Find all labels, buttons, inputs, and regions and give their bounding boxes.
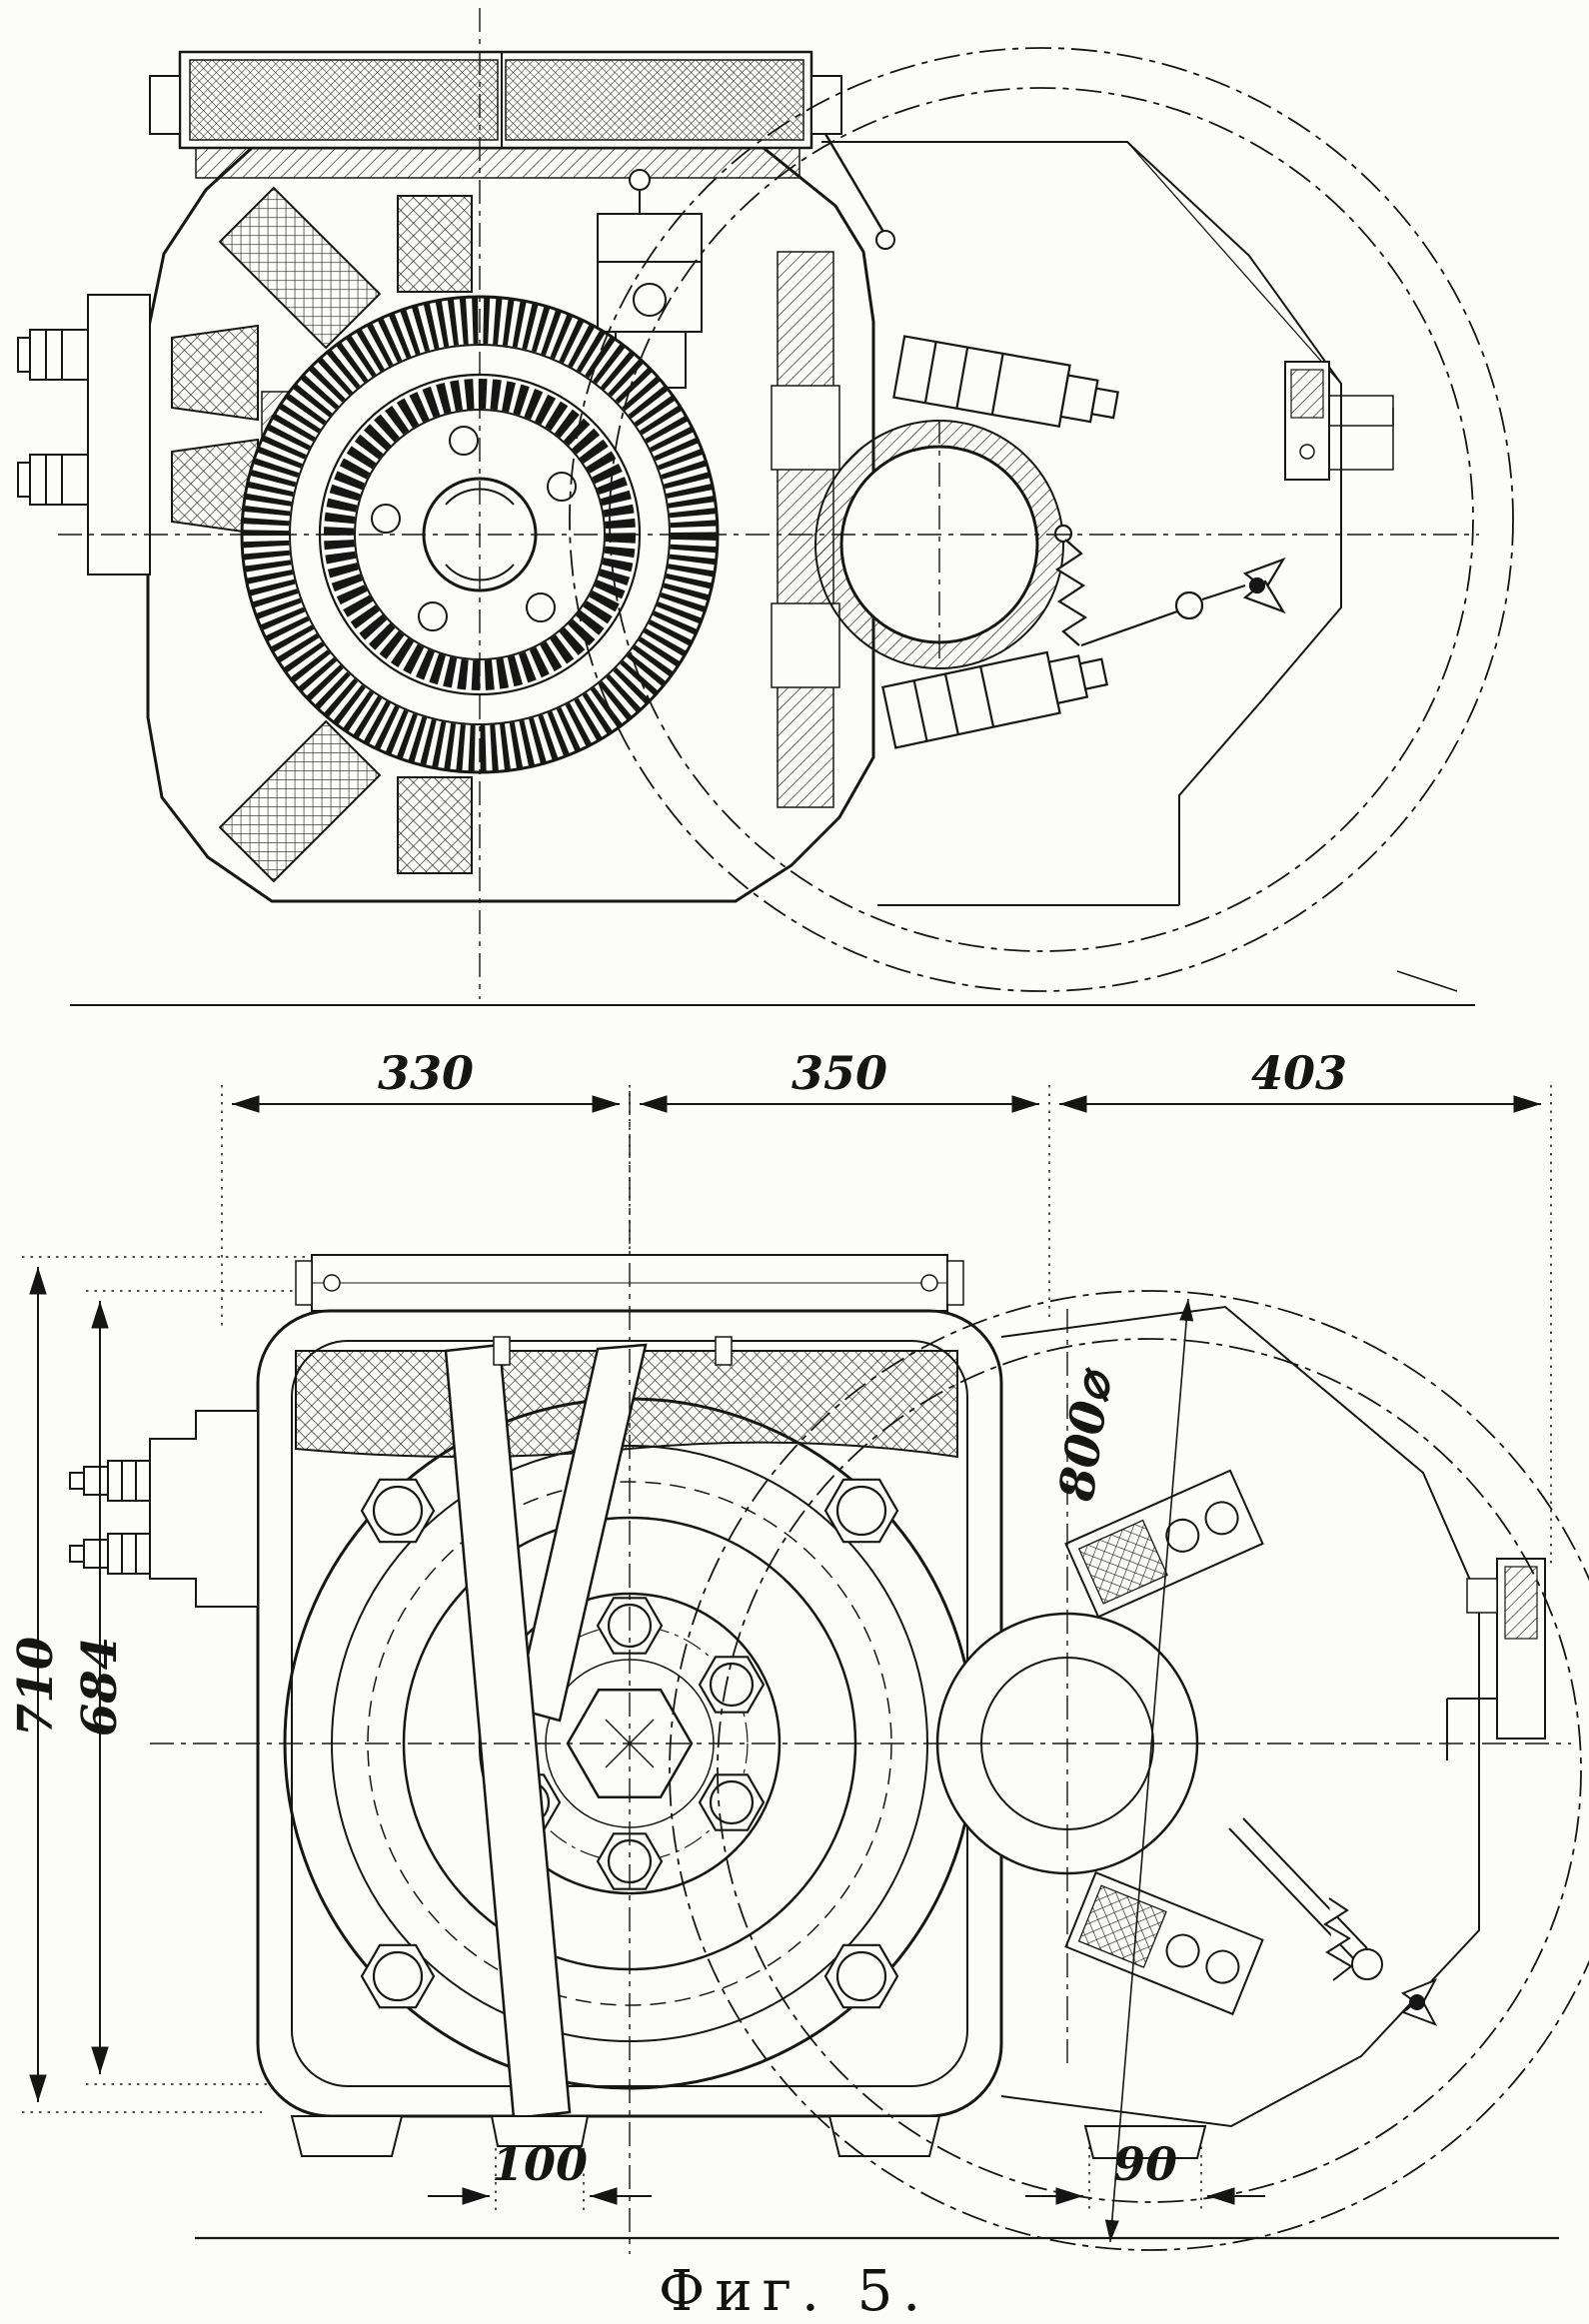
- dim-800-diameter: 800⌀: [1048, 1364, 1122, 1506]
- axle-bracket-end: [1446, 1558, 1546, 1760]
- wheel-circles-top: [569, 47, 1514, 992]
- terminal-bolts: [17, 294, 151, 576]
- flange-corner-bolts: [360, 1478, 899, 2009]
- brush-holder-upper: [892, 335, 1119, 429]
- terminal-bracket-end: [69, 1410, 259, 1608]
- dim-90: 90: [1113, 2137, 1177, 2191]
- brush-holder-lower: [881, 650, 1109, 749]
- dim-684: 684: [72, 1637, 128, 1737]
- brush-rigging: [597, 169, 703, 389]
- spring-cap-lower: [1064, 1870, 1264, 2016]
- centerlines-end-view: [150, 1091, 1571, 2254]
- dim-100: 100: [492, 2137, 588, 2191]
- axle-bracket: [1284, 361, 1394, 481]
- brake-linkage: [1053, 524, 1286, 647]
- dim-350: 350: [792, 1046, 887, 1100]
- centerlines-top-view: [58, 8, 1479, 999]
- dim-330: 330: [378, 1046, 474, 1100]
- figure-caption: Фиг. 5.: [659, 2259, 930, 2324]
- frame-top-plate: [195, 147, 800, 179]
- dimensions: 330 350 403 710 684 800⌀ 100 90: [8, 1046, 1541, 2243]
- suspension-straps: [444, 1336, 733, 2120]
- top-view-cross-section: [17, 8, 1514, 1006]
- suspension-tube: [814, 420, 1064, 669]
- top-hatched-block: [149, 50, 895, 250]
- feet-lugs: [290, 2115, 1207, 2159]
- gear-case-outline-end: [1000, 1305, 1480, 2128]
- dim-710: 710: [8, 1637, 64, 1737]
- end-view: [22, 1085, 1589, 2254]
- adjuster-linkage: [1228, 1817, 1438, 2026]
- dim-403: 403: [1251, 1046, 1347, 1100]
- gear-case-outline: [821, 141, 1342, 906]
